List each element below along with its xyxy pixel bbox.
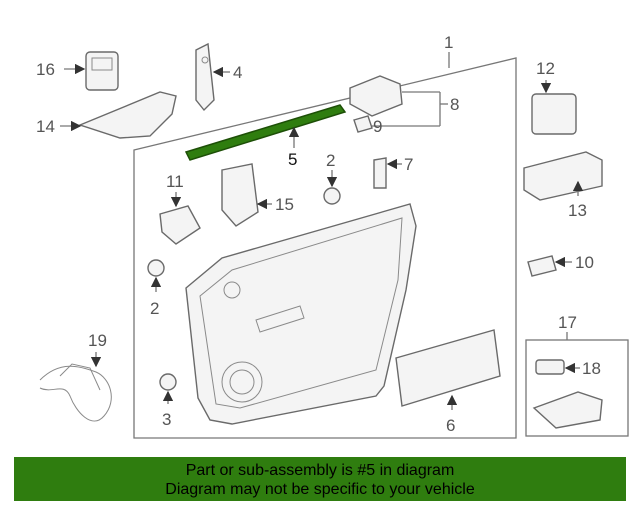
part-8-switch-base[interactable] xyxy=(349,75,448,126)
part-13-window-switch[interactable] xyxy=(523,151,603,201)
part-17-assembly-box[interactable] xyxy=(525,332,629,437)
part-14-trim-panel[interactable] xyxy=(60,91,177,139)
callout-19: 19 xyxy=(88,331,107,350)
callout-7: 7 xyxy=(404,155,413,174)
callout-5: 5 xyxy=(288,150,297,169)
callout-18: 18 xyxy=(582,359,601,378)
callout-6: 6 xyxy=(446,416,455,435)
callout-15: 15 xyxy=(275,195,294,214)
callout-1: 1 xyxy=(444,33,453,52)
callout-2-upper: 2 xyxy=(326,151,335,170)
footer-banner: Part or sub-assembly is #5 in diagram Di… xyxy=(14,457,626,501)
part-18-switch[interactable] xyxy=(535,359,580,375)
footer-line-1: Part or sub-assembly is #5 in diagram xyxy=(185,462,455,479)
part-2-pin-upper[interactable] xyxy=(323,170,341,205)
part-11-handle[interactable] xyxy=(159,192,201,245)
part-16-switch[interactable] xyxy=(64,51,119,91)
callout-2-lower: 2 xyxy=(150,299,159,318)
callout-8: 8 xyxy=(450,95,459,114)
callout-4: 4 xyxy=(233,63,242,82)
callout-9: 9 xyxy=(373,117,382,136)
part-4-bracket[interactable] xyxy=(195,42,230,112)
part-10-cover[interactable] xyxy=(527,255,572,277)
part-12-switch-module[interactable] xyxy=(531,80,577,135)
callout-13: 13 xyxy=(568,201,587,220)
part-9-knob[interactable] xyxy=(353,115,440,133)
part-6-lower-panel[interactable] xyxy=(395,329,501,410)
part-5-weatherstrip[interactable] xyxy=(184,104,347,161)
callout-3: 3 xyxy=(162,410,171,429)
door-trim-panel xyxy=(185,203,417,425)
part-7-clip[interactable] xyxy=(373,157,402,189)
part-3-pin[interactable] xyxy=(159,373,177,404)
callout-16: 16 xyxy=(36,60,55,79)
callout-11: 11 xyxy=(166,172,184,191)
callout-10: 10 xyxy=(575,253,594,272)
callout-17: 17 xyxy=(558,313,577,332)
callout-14: 14 xyxy=(36,117,55,136)
part-19-wire-harness[interactable] xyxy=(39,352,112,422)
footer-line-2: Diagram may not be specific to your vehi… xyxy=(165,481,475,498)
part-5-highlight-shape xyxy=(184,104,347,161)
callout-12: 12 xyxy=(536,59,555,78)
part-15-bracket[interactable] xyxy=(221,163,272,227)
part-2-pin-lower[interactable] xyxy=(147,259,165,292)
